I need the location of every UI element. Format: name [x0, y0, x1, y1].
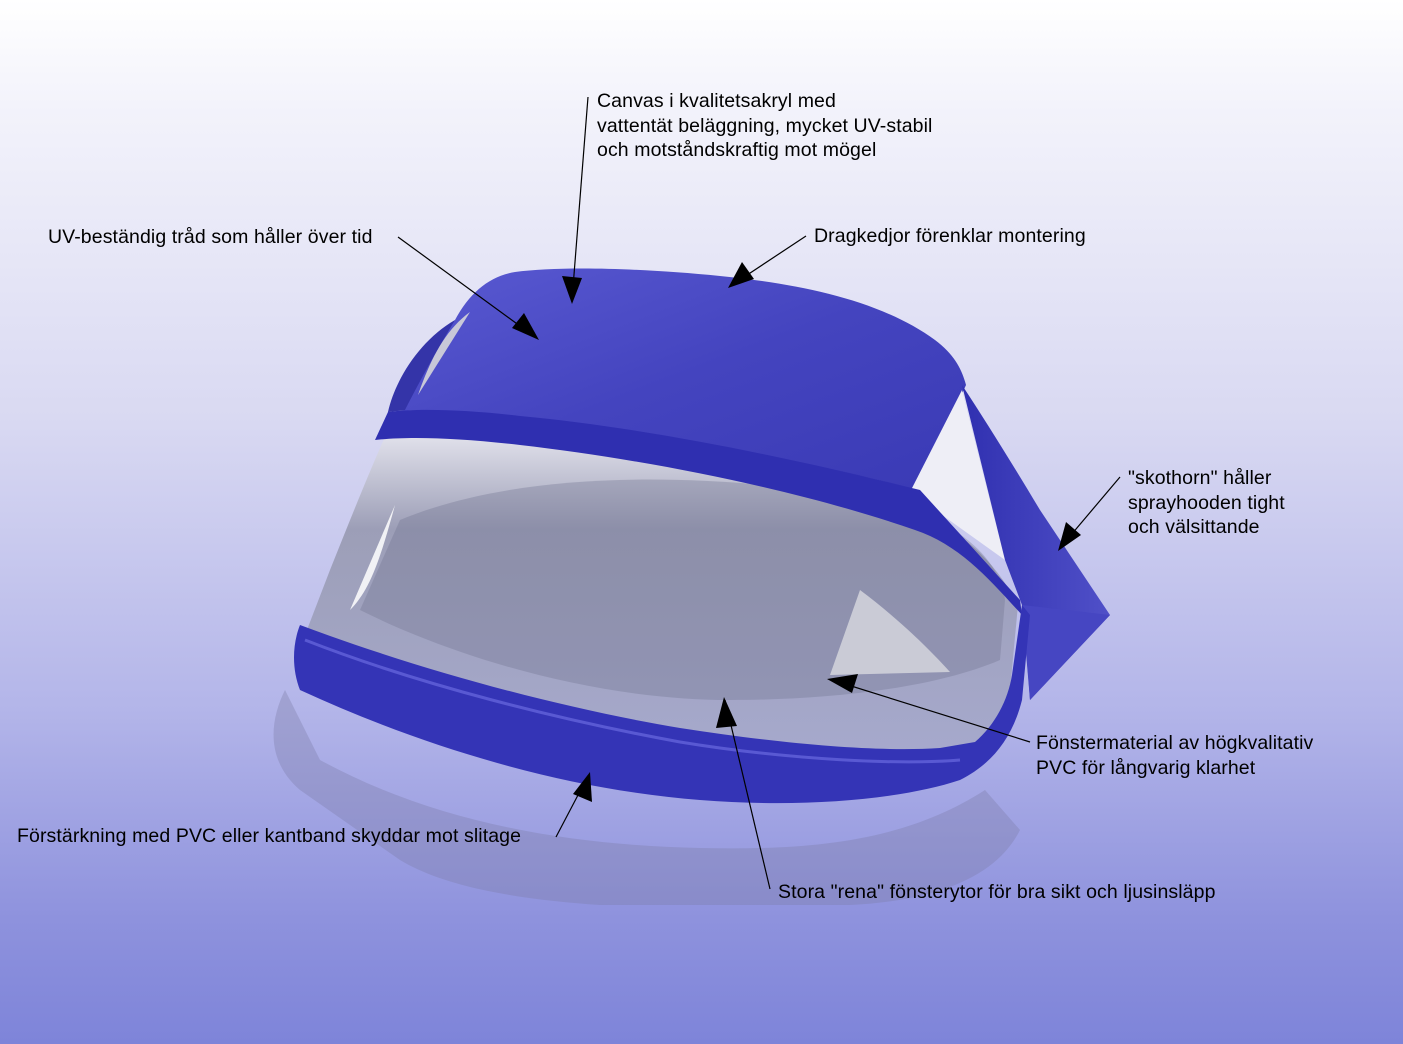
leader-window-material [831, 679, 1031, 743]
callout-reinforcement: Förstärkning med PVC eller kantband skyd… [17, 825, 522, 847]
canvas-top [388, 268, 966, 490]
window-reflection-left [350, 505, 395, 610]
arrowhead-horn [1058, 522, 1081, 551]
callout-zippers: Dragkedjor förenklar montering [814, 225, 1086, 247]
window-reflection-right [830, 590, 950, 675]
leader-large-windows [724, 699, 771, 890]
side-window-triangle [910, 390, 1005, 560]
arrowhead-thread [512, 313, 539, 340]
callout-skothorn: "skothorn" håller sprayhooden tight och … [1128, 467, 1285, 538]
callout-window-material: Fönstermaterial av högkvalitativ PVC för… [1036, 732, 1314, 779]
arrowhead-canvas [562, 276, 582, 304]
left-side-window [418, 312, 470, 395]
callout-canvas-acrylic: Canvas i kvalitetsakryl med vattentät be… [597, 90, 933, 161]
callout-uv-thread: UV-beständig tråd som håller över tid [48, 226, 373, 248]
leader-thread [397, 236, 536, 338]
skothorn [1022, 605, 1110, 700]
arrowhead-reinforcement [573, 772, 592, 802]
leader-canvas [571, 96, 589, 301]
arrowhead-zipper [728, 262, 754, 288]
floor-shadow [273, 690, 1020, 905]
callout-large-windows: Stora "rena" fönsterytor för bra sikt oc… [778, 881, 1216, 903]
arrowhead-window-material [827, 674, 858, 693]
interior-shade [360, 479, 1005, 700]
top-edge-band [375, 409, 1022, 615]
arrowhead-large-windows [716, 697, 737, 728]
band-highlight [304, 638, 961, 764]
arrowheads [512, 262, 1081, 802]
bottom-reinforcement-band [294, 605, 1030, 804]
canvas-left-panel [388, 320, 455, 412]
